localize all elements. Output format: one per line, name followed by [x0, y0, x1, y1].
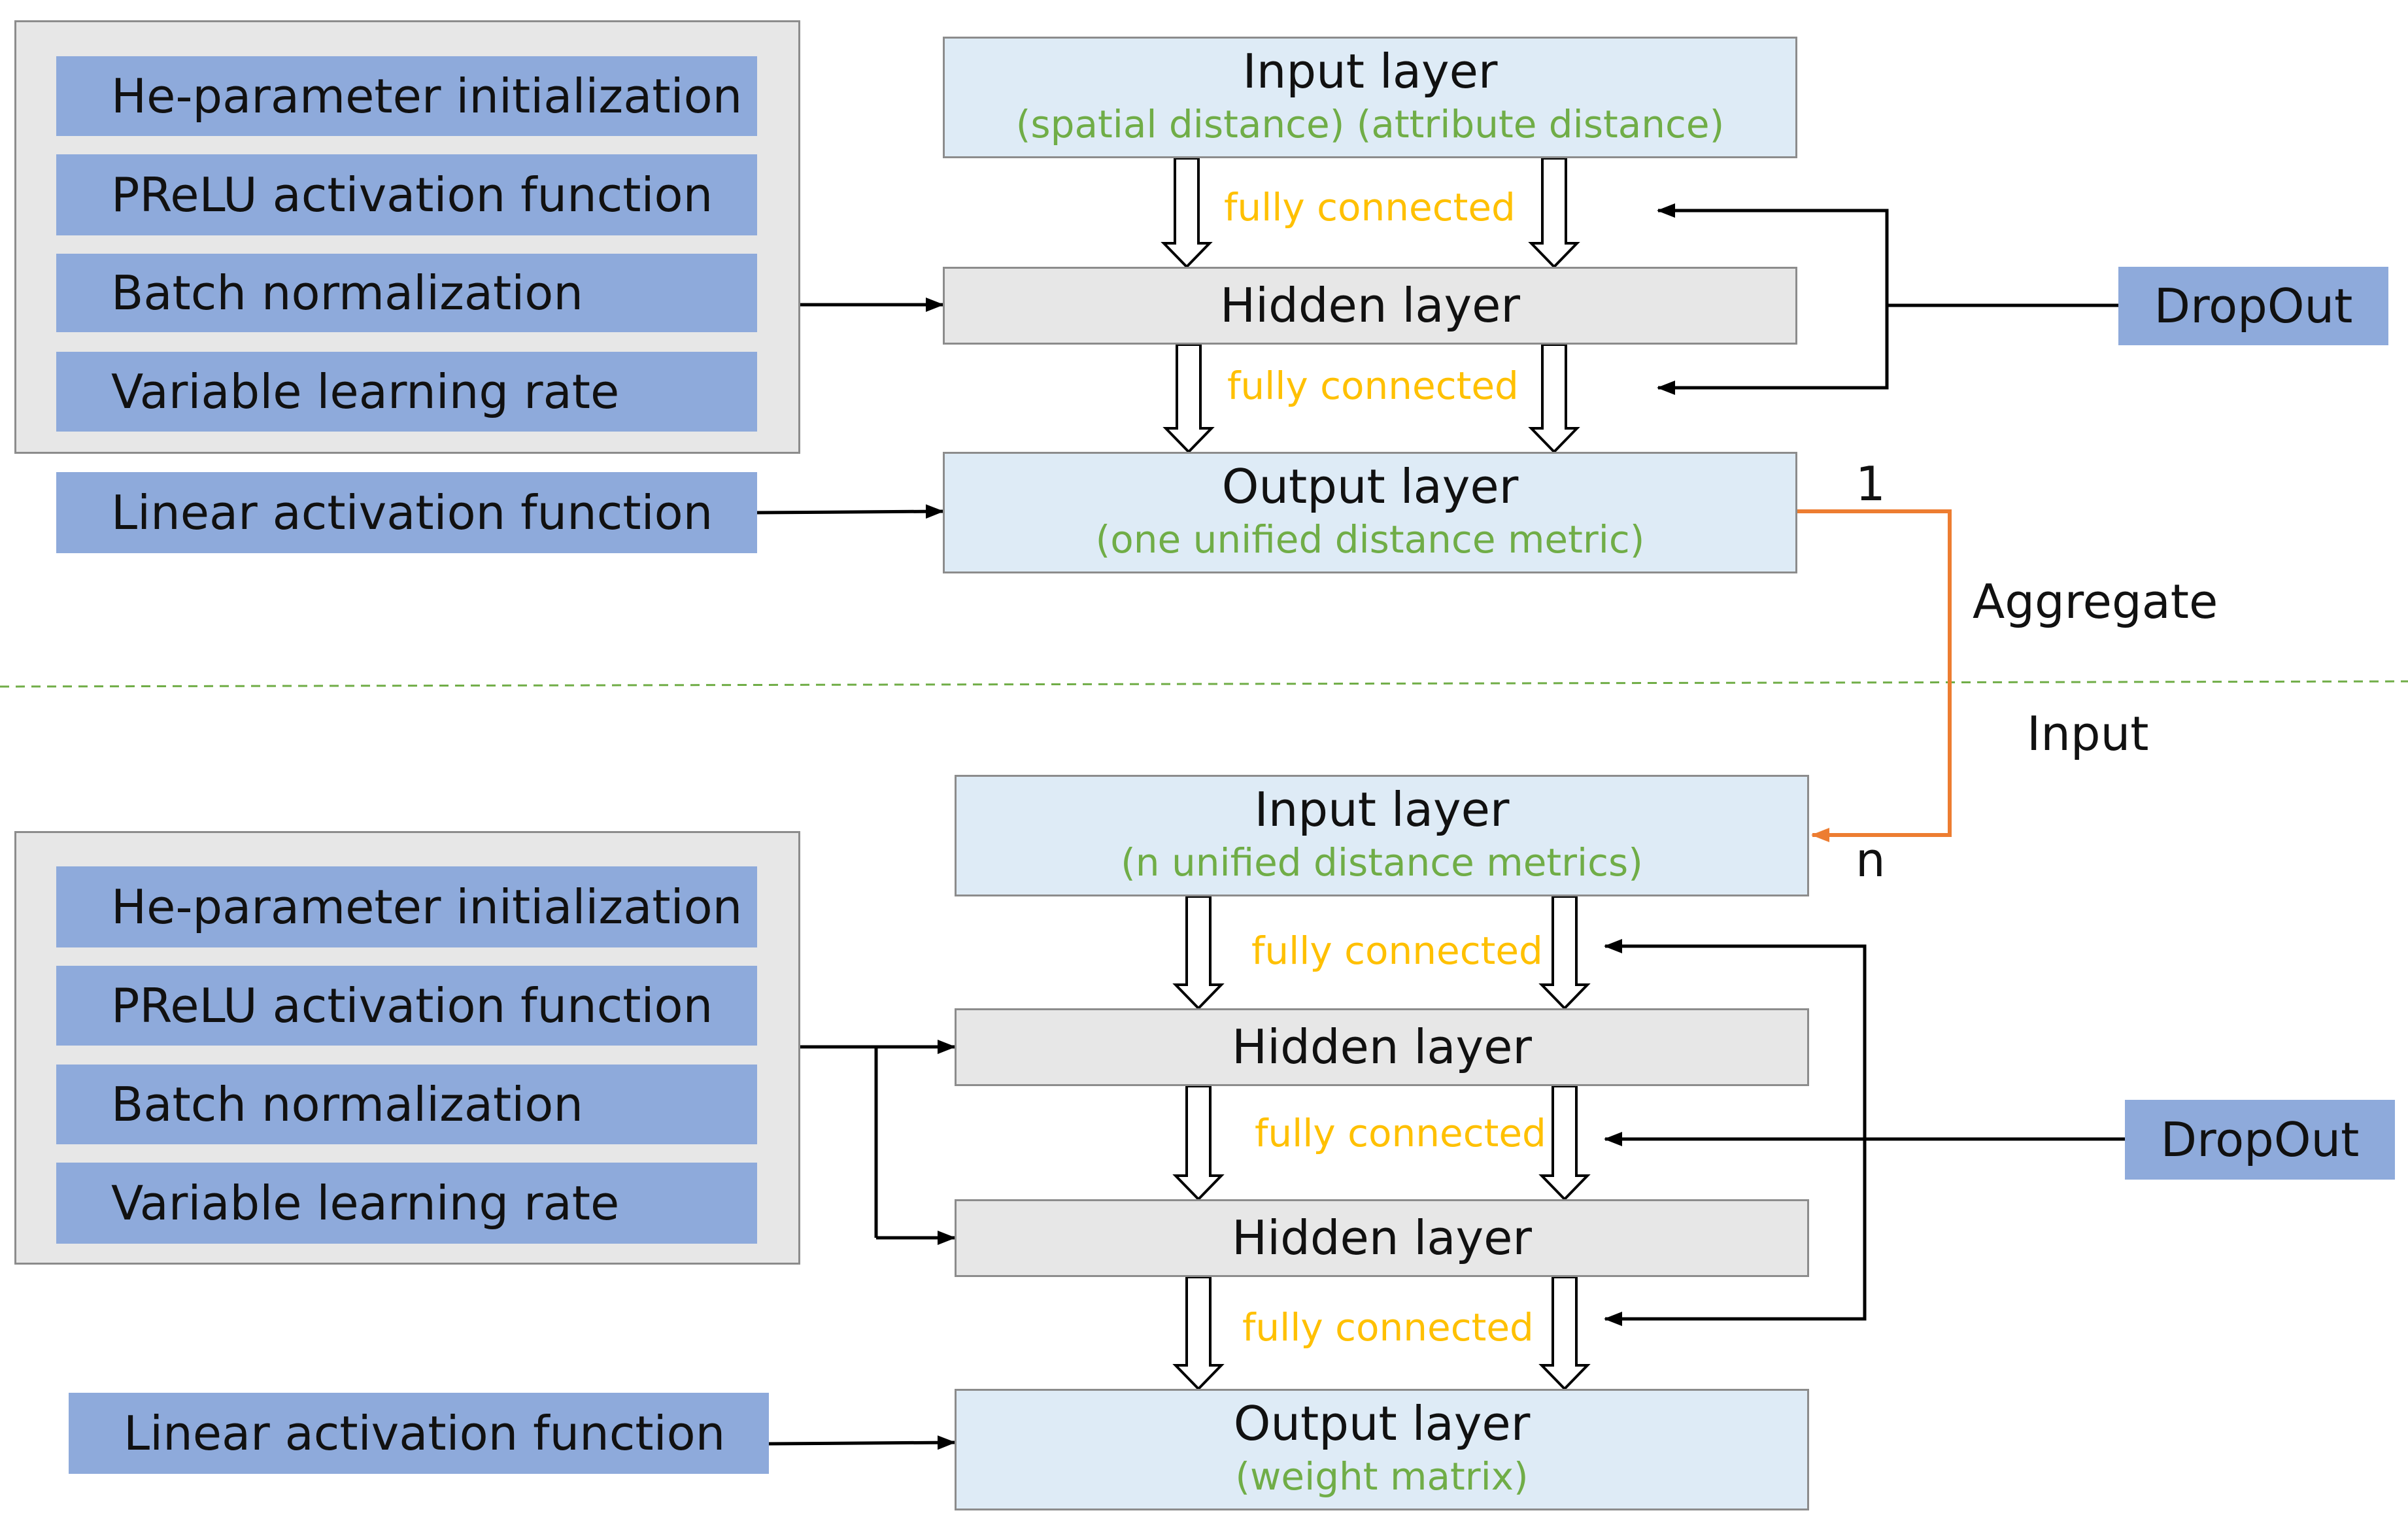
- bottom-output-layer-title: Output layer: [1233, 1396, 1531, 1452]
- top-linear-to-output-arrow: [756, 504, 944, 519]
- hollow-down-arrow-3: [1162, 343, 1215, 454]
- bottom-hidden-layer-1-title: Hidden layer: [1232, 1019, 1532, 1075]
- link-to-count: n: [1856, 832, 1886, 887]
- bottom-linear-to-output-arrow: [768, 1435, 956, 1450]
- bottom-input-layer-sub: (n unified distance metrics): [1121, 840, 1643, 885]
- link-from-count: 1: [1856, 456, 1886, 511]
- hollow-down-arrow-8: [1538, 1085, 1591, 1201]
- aggregate-link: [1797, 509, 1952, 842]
- bottom-fc-label-2: fully connected: [1255, 1111, 1546, 1155]
- hollow-arrows: [1161, 157, 1591, 1391]
- hollow-down-arrow-2: [1528, 157, 1580, 269]
- section-separator: [0, 680, 2408, 688]
- top-input-layer: Input layer (spatial distance) (attribut…: [943, 37, 1797, 158]
- link-input-label: Input: [2027, 706, 2149, 761]
- bottom-output-layer-sub: (weight matrix): [1235, 1454, 1529, 1499]
- bottom-input-layer-title: Input layer: [1254, 782, 1510, 838]
- bottom-hidden-layer-2-title: Hidden layer: [1232, 1210, 1532, 1266]
- bottom-panel-split-line: [800, 1045, 878, 1238]
- link-aggregate-label: Aggregate: [1973, 574, 2218, 629]
- top-output-layer-title: Output layer: [1221, 459, 1519, 515]
- bottom-he-init-chip: He-parameter initialization: [56, 866, 757, 947]
- top-linear-chip: Linear activation function: [56, 472, 757, 553]
- bottom-batchnorm-chip: Batch normalization: [56, 1065, 757, 1144]
- hollow-down-arrow-1: [1161, 157, 1213, 269]
- bottom-fc-label-1: fully connected: [1251, 929, 1543, 973]
- top-fc-label-1: fully connected: [1224, 185, 1516, 230]
- hollow-down-arrow-4: [1528, 343, 1580, 454]
- top-he-init-chip: He-parameter initialization: [56, 56, 757, 136]
- top-hidden-layer-title: Hidden layer: [1220, 278, 1520, 333]
- bottom-output-layer: Output layer (weight matrix): [955, 1389, 1809, 1510]
- top-lr-chip: Variable learning rate: [56, 352, 757, 432]
- hollow-down-arrow-6: [1538, 895, 1591, 1010]
- top-fc-label-2: fully connected: [1227, 364, 1519, 408]
- bottom-fc-label-3: fully connected: [1242, 1305, 1534, 1350]
- bottom-hidden-layer-1: Hidden layer: [955, 1008, 1809, 1086]
- top-batchnorm-chip: Batch normalization: [56, 254, 757, 332]
- hollow-down-arrow-7: [1172, 1085, 1225, 1201]
- top-output-layer-sub: (one unified distance metric): [1095, 517, 1645, 562]
- top-input-layer-sub: (spatial distance) (attribute distance): [1015, 102, 1725, 147]
- bottom-hidden-layer-2: Hidden layer: [955, 1199, 1809, 1277]
- top-output-layer: Output layer (one unified distance metri…: [943, 452, 1797, 573]
- top-dropout-bracket: [1661, 209, 1889, 390]
- top-hidden-layer: Hidden layer: [943, 267, 1797, 345]
- hollow-down-arrow-10: [1538, 1276, 1591, 1391]
- bottom-linear-chip: Linear activation function: [69, 1393, 769, 1474]
- bottom-prelu-chip: PReLU activation function: [56, 966, 757, 1046]
- hollow-down-arrow-5: [1172, 895, 1225, 1010]
- hollow-down-arrow-9: [1172, 1276, 1225, 1391]
- top-input-layer-title: Input layer: [1242, 44, 1498, 99]
- top-prelu-chip: PReLU activation function: [56, 154, 757, 235]
- bottom-input-layer: Input layer (n unified distance metrics): [955, 775, 1809, 896]
- bottom-dropout-chip: DropOut: [2125, 1100, 2395, 1180]
- top-dropout-chip: DropOut: [2118, 267, 2388, 345]
- bottom-lr-chip: Variable learning rate: [56, 1163, 757, 1244]
- bottom-dropout-bracket: [1605, 944, 1867, 1321]
